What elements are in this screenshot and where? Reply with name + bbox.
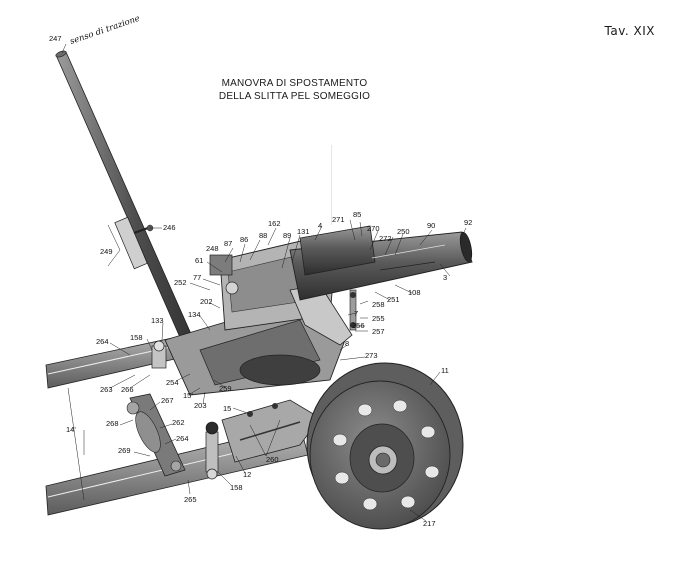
callout-3: 3 xyxy=(443,273,448,282)
callout-131: 131 xyxy=(297,227,310,236)
title-line-1: MANOVRA DI SPOSTAMENTO xyxy=(221,78,368,89)
callout-254: 254 xyxy=(166,378,179,387)
callout-85: 85 xyxy=(353,210,362,219)
callout-7: 7 xyxy=(354,309,359,318)
callout-92: 92 xyxy=(464,218,473,227)
callout-266: 266 xyxy=(121,385,134,394)
callout-251: 251 xyxy=(387,295,400,304)
callout-4: 4 xyxy=(318,221,323,230)
callout-256: 256 xyxy=(352,321,365,330)
leader-lines xyxy=(61,43,467,522)
callout-264-bottom: 264 xyxy=(176,434,189,443)
callout-8: 8 xyxy=(345,339,350,348)
plate-number: Tav. XIX xyxy=(604,24,655,38)
callout-162: 162 xyxy=(268,219,281,228)
callout-263: 263 xyxy=(100,385,113,394)
callout-87: 87 xyxy=(224,239,233,248)
callout-271: 271 xyxy=(332,215,345,224)
callout-267: 267 xyxy=(161,396,174,405)
title-line-2: DELLA SLITTA PEL SOMEGGIO xyxy=(218,91,371,102)
callout-217: 217 xyxy=(423,519,436,528)
callout-249: 249 xyxy=(100,247,113,256)
callout-264-top: 264 xyxy=(96,337,109,346)
callout-108: 108 xyxy=(408,288,421,297)
callout-86: 86 xyxy=(240,235,249,244)
callout-77: 77 xyxy=(193,273,202,282)
callout-272: 272 xyxy=(379,234,392,243)
callout-158-top: 158 xyxy=(130,333,143,342)
callout-250: 250 xyxy=(397,227,410,236)
callout-14-prime: 14' xyxy=(66,425,76,434)
callout-259: 259 xyxy=(219,384,232,393)
callout-88: 88 xyxy=(259,231,268,240)
wheel xyxy=(306,362,464,530)
callout-90: 90 xyxy=(427,221,436,230)
callout-89: 89 xyxy=(283,231,292,240)
callout-260: 260 xyxy=(266,455,279,464)
callout-248: 248 xyxy=(206,244,219,253)
callout-15: 15 xyxy=(223,404,232,413)
callout-270: 270 xyxy=(367,224,380,233)
callout-202: 202 xyxy=(200,297,213,306)
callout-257: 257 xyxy=(372,327,385,336)
callout-246: 246 xyxy=(163,223,176,232)
callout-273: 273 xyxy=(365,351,378,360)
callout-268: 268 xyxy=(106,419,119,428)
callout-11: 11 xyxy=(441,366,449,375)
hauling-lever xyxy=(55,50,216,393)
callout-158-bottom: 158 xyxy=(230,483,243,492)
callout-247: 247 xyxy=(49,34,62,43)
callout-252: 252 xyxy=(174,278,187,287)
diagram-title: MANOVRA DI SPOSTAMENTO DELLA SLITTA PEL … xyxy=(212,77,377,103)
trail-clamps xyxy=(151,340,219,480)
gun-barrel xyxy=(289,225,473,301)
axle-bracket xyxy=(221,399,321,463)
callout-255: 255 xyxy=(372,314,385,323)
callout-134: 134 xyxy=(188,310,201,319)
callout-269: 269 xyxy=(118,446,131,455)
callout-265: 265 xyxy=(184,495,197,504)
callout-203: 203 xyxy=(194,401,207,410)
callout-262: 262 xyxy=(172,418,185,427)
callout-12: 12 xyxy=(243,470,252,479)
callout-133: 133 xyxy=(151,316,164,325)
callout-61: 61 xyxy=(195,256,204,265)
callout-258: 258 xyxy=(372,300,385,309)
page-gutter-line xyxy=(331,145,332,225)
cross-member xyxy=(126,393,186,477)
callout-15-prime: 15' xyxy=(183,391,193,400)
